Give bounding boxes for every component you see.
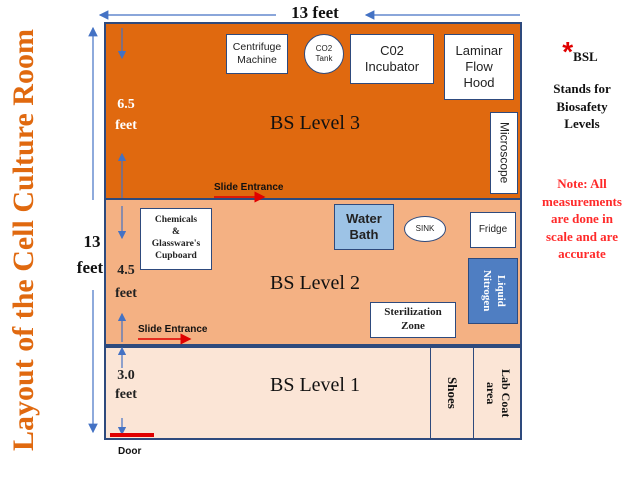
- left-dimension-number: 13: [83, 232, 101, 251]
- level-3-height-value: 6.5: [117, 97, 135, 112]
- shoes-label: Shoes: [445, 377, 460, 409]
- microscope: Microscope: [490, 112, 518, 194]
- co2-tank: CO2 Tank: [304, 34, 344, 74]
- chemicals-glassware-cupboard: Chemicals & Glassware's Cupboard: [140, 208, 212, 270]
- level-2-height-unit: feet: [115, 286, 137, 301]
- centrifuge-machine: Centrifuge Machine: [226, 34, 288, 74]
- fridge: Fridge: [470, 212, 516, 248]
- bs-level-2-label: BS Level 2: [270, 272, 360, 294]
- slide-entrance-level3-label: Slide Entrance: [214, 182, 284, 193]
- bsl-abbrev: BSL: [573, 49, 598, 64]
- laminar-flow-hood: Laminar Flow Hood: [444, 34, 514, 100]
- slide-entrance-level2-arrow: [138, 333, 192, 345]
- level-3-height-unit: feet: [115, 118, 137, 133]
- top-dimension-arrow: [98, 10, 276, 20]
- top-dimension-arrow-right: [364, 10, 520, 20]
- scale-note-text: All measurements are done in scale and a…: [542, 176, 622, 262]
- left-dimension-unit: feet: [76, 258, 104, 277]
- bs-level-1-zone: [104, 346, 522, 440]
- left-dimension-arrow: [88, 26, 98, 434]
- scale-note-label: Note:: [557, 176, 588, 191]
- slide-entrance-level2-label: Slide Entrance: [138, 324, 208, 335]
- level-2-height-value: 4.5: [117, 263, 135, 278]
- liquid-nitrogen: Liquid Nitrogen: [468, 258, 518, 324]
- layout-title: Layout of the Cell Culture Room: [7, 29, 40, 451]
- lab-coat-label: Lab Coat area: [484, 368, 513, 418]
- bsl-meaning: Stands for Biosafety Levels: [553, 81, 611, 132]
- sterilization-zone: Sterilization Zone: [370, 302, 456, 338]
- bsl-asterisk: *: [562, 36, 574, 67]
- slide-entrance-level3-arrow: [214, 191, 266, 203]
- co2-incubator: C02 Incubator: [350, 34, 434, 84]
- liquid-nitrogen-label: Liquid Nitrogen: [481, 270, 507, 312]
- bsl-legend: *BSL: [530, 36, 630, 68]
- door-marker: [110, 433, 154, 437]
- scale-note: Note: All measurements are done in scale…: [530, 175, 634, 263]
- shoes-area: Shoes: [430, 346, 474, 440]
- bs-level-1-label: BS Level 1: [270, 374, 360, 396]
- level-height-arrows: [117, 28, 127, 436]
- level-1-height-unit: feet: [115, 387, 137, 402]
- level-1-height-value: 3.0: [117, 368, 135, 383]
- sink: SINK: [404, 216, 446, 242]
- microscope-label: Microscope: [497, 122, 512, 184]
- door-label: Door: [118, 446, 142, 457]
- water-bath: Water Bath: [334, 204, 394, 250]
- lab-coat-area: Lab Coat area: [476, 348, 520, 438]
- bs-level-3-label: BS Level 3: [270, 112, 360, 134]
- top-dimension-label: 13 feet: [291, 3, 339, 22]
